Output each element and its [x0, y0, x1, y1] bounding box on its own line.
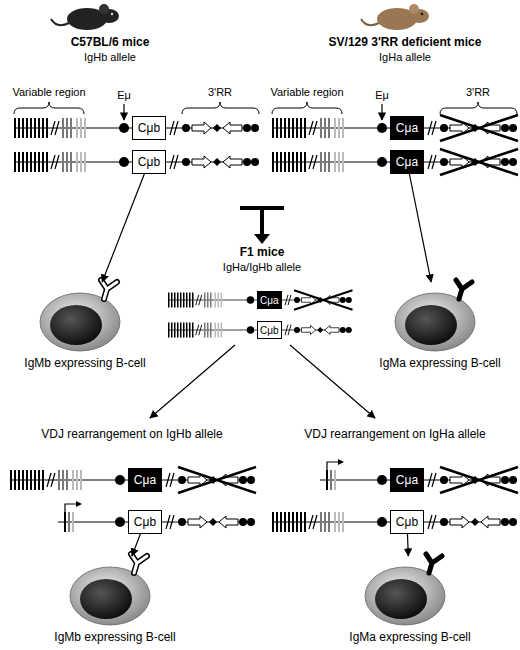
text-label: 3'RR — [208, 86, 232, 99]
box-label: Cμb — [134, 515, 156, 529]
igm-antibody — [101, 280, 117, 299]
mouse-icon — [51, 4, 119, 30]
c-mu-box: Cμa — [257, 291, 283, 309]
igh-locus — [272, 149, 518, 175]
igh-locus — [168, 290, 353, 310]
b-cell: IgMa expressing B-cell — [335, 556, 485, 644]
text-label: IgHa allele — [379, 51, 431, 64]
text-label: IgHb allele — [84, 51, 136, 64]
igh-locus — [10, 467, 256, 493]
cell-caption: IgMa expressing B-cell — [379, 356, 500, 370]
igh-locus — [320, 459, 518, 493]
mouse-icon — [361, 4, 429, 30]
box-label: Cμa — [396, 121, 418, 135]
mouse-tail — [361, 19, 379, 25]
cell-caption: IgMb expressing B-cell — [24, 356, 145, 370]
igh-locus — [272, 115, 518, 141]
text-label: SV/129 3'RR deficient mice — [329, 36, 482, 50]
cell-caption: IgMb expressing B-cell — [54, 630, 175, 644]
c-mu-box: Cμb — [257, 321, 283, 339]
c-mu-box: Cμb — [390, 510, 424, 534]
b-cell: IgMb expressing B-cell — [40, 556, 190, 644]
mouse-tail — [51, 19, 69, 25]
igm-antibody — [456, 280, 472, 299]
text-label: Eμ — [375, 89, 389, 102]
cross-symbol — [260, 208, 264, 236]
c-mu-box: Cμb — [132, 150, 166, 174]
c-mu-box: Cμa — [390, 150, 424, 174]
mouse-ear — [409, 4, 419, 14]
mouse-eye — [421, 13, 423, 15]
text-label: Variable region — [12, 86, 85, 99]
cell-nucleus — [405, 305, 457, 345]
region-brace — [182, 102, 259, 114]
cell-membrane — [70, 567, 150, 625]
pointer-arrow — [123, 104, 124, 120]
box-label: Cμa — [134, 473, 156, 487]
text-label: VDJ rearrangement on IgHb allele — [41, 428, 222, 442]
cell-membrane — [365, 567, 445, 625]
c-mu-box: Cμb — [132, 116, 166, 140]
text-label: Eμ — [117, 89, 131, 102]
antibody-outline — [131, 554, 147, 573]
cross-arrowhead — [254, 234, 270, 244]
box-label: Cμb — [138, 121, 160, 135]
cell-membrane — [395, 293, 475, 351]
box-label: Cμa — [396, 155, 418, 169]
region-brace — [14, 102, 84, 114]
text-label: F1 mice — [240, 246, 285, 260]
text-label: 3'RR — [466, 86, 490, 99]
region-brace — [272, 102, 342, 114]
text-label: C57BL/6 mice — [71, 36, 150, 50]
c-mu-box: Cμa — [390, 468, 424, 492]
c-mu-box: Cμb — [128, 510, 162, 534]
antibody-outline — [101, 280, 117, 299]
text-label: Variable region — [270, 86, 343, 99]
pointer-arrow — [381, 104, 382, 120]
text-label: IgHa/IgHb allele — [223, 261, 301, 274]
connector-arrow — [407, 534, 409, 556]
cell-nucleus — [80, 579, 132, 619]
box-label: Cμb — [260, 325, 279, 336]
mouse-ear — [99, 4, 109, 14]
b-cell: IgMa expressing B-cell — [365, 282, 515, 370]
box-label: Cμa — [396, 473, 418, 487]
cell-caption: IgMa expressing B-cell — [349, 630, 470, 644]
cell-membrane — [40, 293, 120, 351]
split-arrow — [150, 345, 235, 418]
c-mu-box: Cμa — [390, 116, 424, 140]
box-label: Cμb — [396, 515, 418, 529]
igm-antibody — [426, 554, 442, 573]
cell-nucleus — [375, 579, 427, 619]
text-label: VDJ rearrangement on IgHa allele — [304, 428, 485, 442]
connector-arrow — [409, 174, 431, 282]
c-mu-box: Cμa — [128, 468, 162, 492]
mouse-eye — [111, 13, 113, 15]
igm-antibody — [131, 554, 147, 573]
region-brace — [440, 102, 517, 114]
b-cell: IgMb expressing B-cell — [10, 282, 160, 370]
connector-arrow — [102, 174, 144, 282]
box-label: Cμa — [260, 295, 279, 306]
cell-nucleus — [50, 305, 102, 345]
box-label: Cμb — [138, 155, 160, 169]
split-arrow — [290, 345, 375, 418]
